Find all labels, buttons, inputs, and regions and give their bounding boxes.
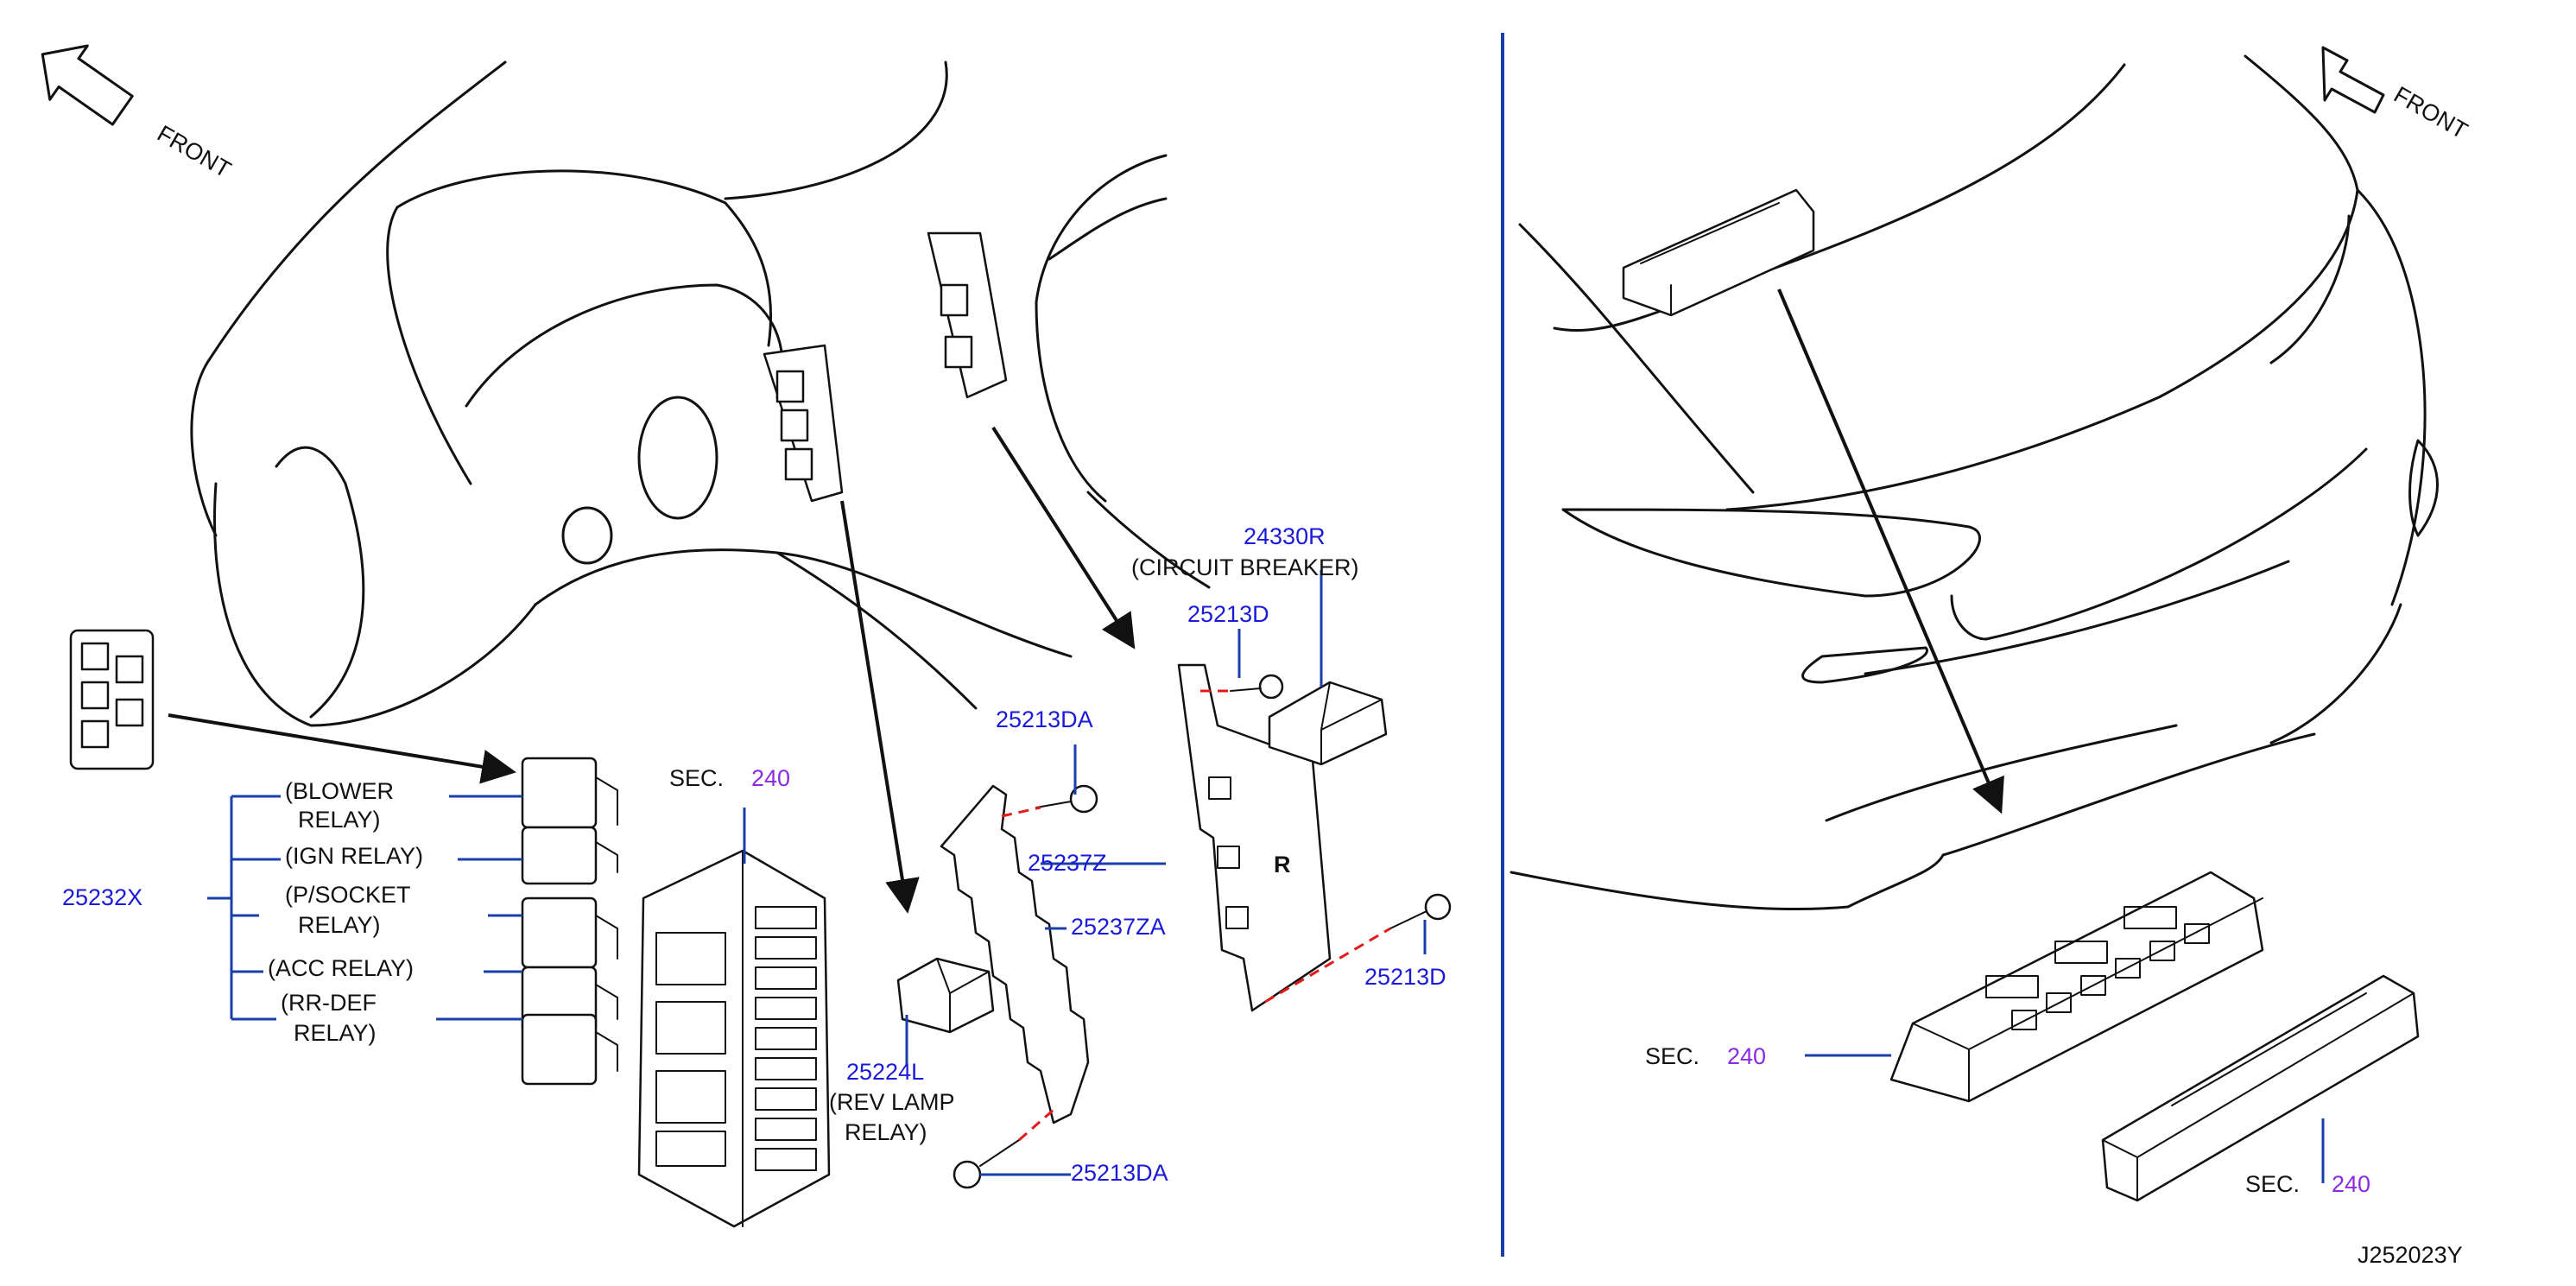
- rev-lamp-relay: [896, 957, 995, 1034]
- label-rrdef-1: (RR-DEF: [281, 990, 377, 1016]
- screw-axis-right: [1264, 927, 1391, 1004]
- screw-25213D-right: [1389, 893, 1452, 929]
- label-rev-lamp-1: (REV LAMP: [829, 1089, 955, 1115]
- label-psocket-1: (P/SOCKET: [285, 882, 411, 908]
- front-label-right: FRONT: [2389, 81, 2472, 143]
- diagram-id: J252023Y: [2358, 1242, 2463, 1268]
- label-rev-lamp-2: RELAY): [845, 1119, 927, 1145]
- part-25224L: 25224L: [846, 1059, 924, 1085]
- rear-fuse-block: [1889, 871, 2264, 1103]
- part-25232X: 25232X: [62, 884, 142, 910]
- relay-bracket-25237Z: [940, 784, 1090, 1124]
- sec-number-1: 240: [751, 765, 790, 791]
- breaker-bracket-small: [927, 231, 1008, 399]
- screw-25213DA-bottom: [953, 1139, 1020, 1189]
- pointer-arrow-breaker: [991, 426, 1136, 649]
- sec-number-2: 240: [1727, 1043, 1766, 1069]
- screw-axis-top: [1001, 806, 1041, 818]
- sec-label-3: SEC.: [2245, 1171, 2300, 1197]
- screw-axis-bottom: [1018, 1108, 1054, 1142]
- screw-25213DA-top: [1035, 784, 1098, 814]
- part-25213DA-top: 25213DA: [996, 706, 1093, 732]
- front-label-left: FRONT: [153, 120, 236, 182]
- leader-lines-left: [207, 570, 1427, 1176]
- front-arrow-icon-right: [2321, 46, 2385, 114]
- leader-lines-right: [1805, 1054, 2325, 1183]
- part-25213D-right: 25213D: [1364, 964, 1446, 990]
- rear-fuse-cover: [2101, 974, 2420, 1202]
- screw-25213D-top: [1230, 674, 1284, 700]
- part-25213DA-bottom: 25213DA: [1071, 1160, 1168, 1186]
- sec-label-2: SEC.: [1645, 1043, 1699, 1069]
- label-ign-relay: (IGN RELAY): [285, 843, 423, 869]
- svg-text:R: R: [1274, 852, 1291, 877]
- label-psocket-2: RELAY): [298, 912, 381, 938]
- relay-cluster-source: [69, 629, 155, 770]
- pointer-arrow-rear-module: [1777, 288, 2004, 814]
- relay-stack: [521, 757, 618, 1086]
- pointer-arrow-rev-lamp: [840, 500, 920, 914]
- part-24330R: 24330R: [1244, 523, 1326, 549]
- sec-label-1: SEC.: [669, 765, 724, 791]
- part-25237Z: 25237Z: [1028, 850, 1107, 876]
- sec-number-3: 240: [2332, 1171, 2370, 1197]
- fuse-block-left: [637, 849, 831, 1228]
- dashboard-outline: [190, 60, 1211, 727]
- label-blower-1: (BLOWER: [285, 778, 394, 804]
- dash-relay-bracket: [763, 344, 844, 503]
- label-acc-relay: (ACC RELAY): [268, 955, 414, 981]
- rear-module-source: [1622, 188, 1815, 317]
- breaker-bracket-r: R: [1177, 663, 1332, 1012]
- rear-body-outline: [1510, 54, 2439, 911]
- pointer-arrow-relays: [168, 713, 516, 784]
- circuit-breaker-24330R: [1268, 681, 1388, 766]
- label-rrdef-2: RELAY): [294, 1020, 377, 1046]
- label-circuit-breaker: (CIRCUIT BREAKER): [1131, 554, 1359, 580]
- part-25213D-top: 25213D: [1187, 601, 1269, 627]
- front-arrow-icon-left: [41, 44, 134, 126]
- label-blower-2: RELAY): [298, 807, 381, 833]
- part-25237ZA: 25237ZA: [1071, 914, 1166, 940]
